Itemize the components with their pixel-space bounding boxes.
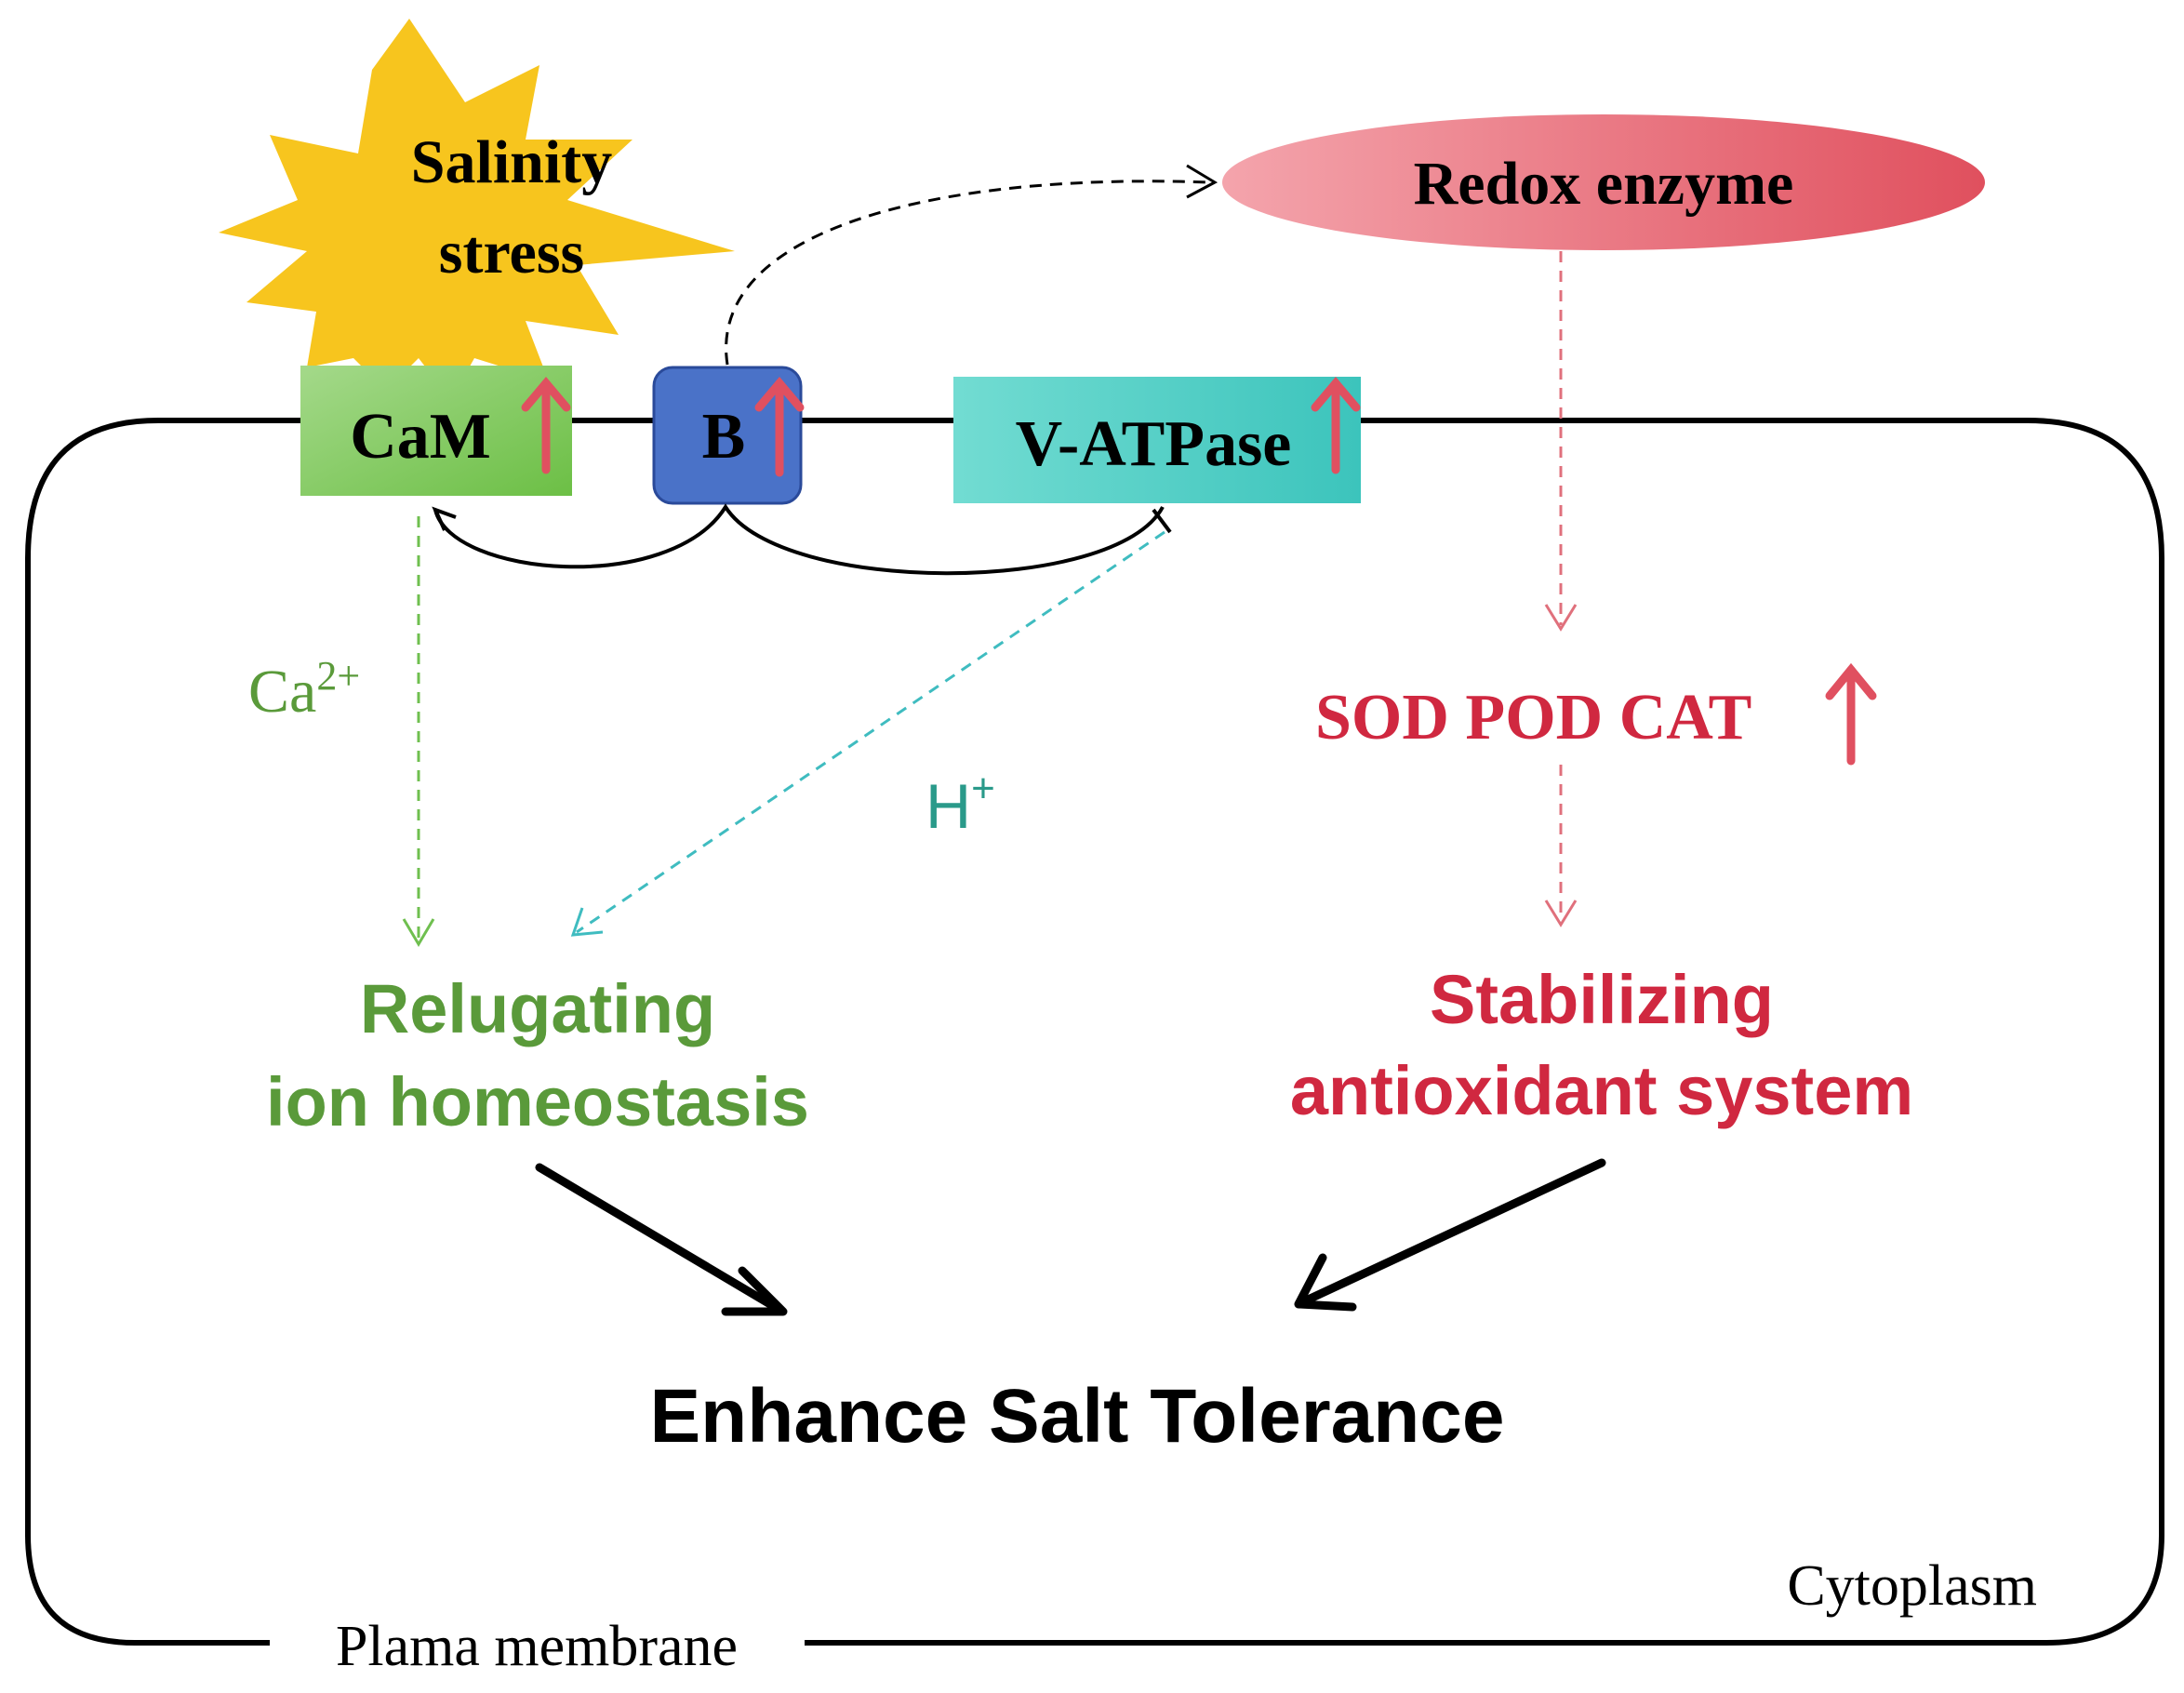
sod-dashed-arrowhead (1544, 900, 1578, 927)
ca-ion-label: Ca2+ (248, 653, 360, 726)
stabilizing-to-result-arrow (1298, 1158, 1606, 1307)
b-label: B (702, 401, 746, 473)
v-atpase-box (953, 377, 1361, 503)
interaction-brace-right-tick (1152, 508, 1172, 534)
h-dashed-arrow (576, 530, 1165, 934)
redox-dashed-arrowhead (1544, 604, 1578, 632)
stabilizing-label-line2: antioxidant system (1290, 1052, 1913, 1129)
regulating-label-line2: ion homeostasis (266, 1063, 809, 1140)
cam-box (300, 366, 572, 496)
regulating-to-result-arrow (535, 1163, 784, 1314)
v-atpase-up-arrow-icon (1311, 377, 1361, 474)
plasma-membrane-label: Plama membrane (336, 1615, 738, 1678)
salinity-stress-label-line2: stress (439, 219, 584, 287)
cytoplasm-label: Cytoplasm (1787, 1554, 2037, 1618)
redox-enzyme-ellipse (1222, 114, 1985, 250)
ca-ion-charge: 2+ (316, 653, 360, 699)
h-ion-label: H+ (926, 766, 995, 842)
v-atpase-label: V-ATPase (1016, 408, 1292, 480)
sod-pod-cat-up-arrow-icon (1825, 662, 1877, 766)
result-label: Enhance Salt Tolerance (649, 1374, 1504, 1459)
salinity-stress-star (219, 19, 735, 400)
plasma-membrane-outline (25, 418, 2164, 1646)
ca-dashed-arrowhead (402, 918, 435, 947)
b-up-arrow-icon (754, 377, 805, 477)
cam-label: CaM (350, 401, 491, 473)
interaction-brace (433, 503, 1165, 576)
regulating-label-line1: Relugating (360, 970, 715, 1047)
stabilizing-to-result-arrowhead (1294, 1253, 1357, 1312)
regulating-to-result-arrowhead (721, 1266, 788, 1316)
redox-enzyme-label: Redox enzyme (1414, 150, 1794, 218)
b-to-redox-dashed-arrow (725, 180, 1210, 366)
h-ion-charge: + (971, 766, 995, 811)
sod-pod-cat-label: SOD POD CAT (1315, 682, 1751, 753)
b-to-redox-arrowhead (1186, 164, 1219, 199)
cam-up-arrow-icon (521, 377, 571, 474)
stabilizing-label-line1: Stabilizing (1430, 961, 1774, 1038)
salinity-stress-label-line1: Salinity (411, 128, 612, 196)
h-dashed-arrowhead (570, 907, 604, 937)
interaction-brace-left-hook (432, 506, 457, 531)
